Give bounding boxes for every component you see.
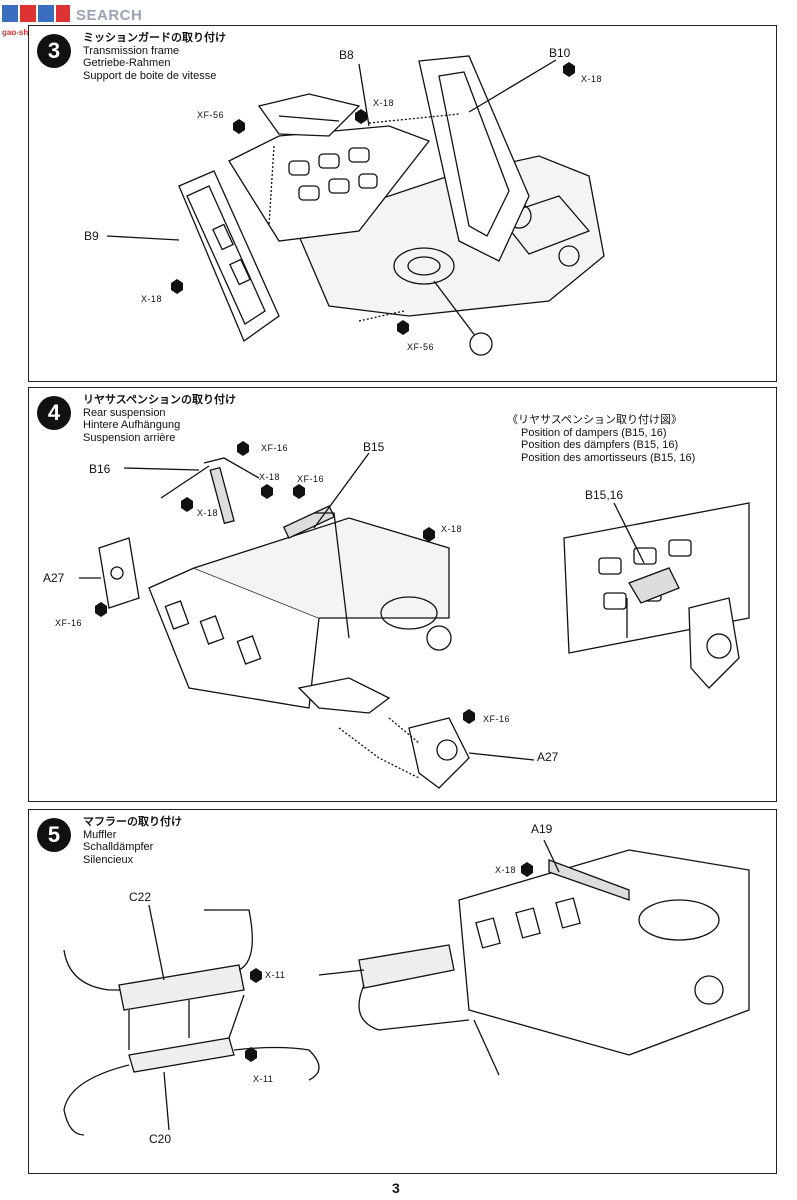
screw-xf16: XF-16: [297, 474, 325, 484]
step-title: ミッションガードの取り付け Transmission frame Getrieb…: [83, 32, 226, 82]
screw-x18: X-18: [141, 294, 163, 304]
label-a27: A27: [43, 571, 65, 585]
page-number: 3: [392, 1180, 400, 1196]
title-de: Getriebe-Rahmen: [83, 57, 171, 69]
inset-note: 《リヤサスペンション取り付け図》 Position of dampers (B1…: [507, 414, 695, 464]
step-3-panel: 3 ミッションガードの取り付け Transmission frame Getri…: [28, 25, 777, 382]
screw-xf16: XF-16: [55, 618, 83, 628]
title-fr: Silencieux: [83, 853, 134, 866]
step-title: リヤサスペンションの取り付け Rear suspension Hintere A…: [83, 394, 236, 444]
step-5-panel: 5 マフラーの取り付け Muffler Schalldämpfer Silenc…: [28, 809, 777, 1174]
label-a19: A19: [531, 822, 553, 836]
screw-xf16: XF-16: [261, 443, 289, 453]
inset-note-de: Position des dämpfers (B15, 16): [521, 439, 679, 451]
label-a27: A27: [537, 750, 559, 764]
label-b15: B15: [363, 440, 385, 454]
screw-xf56: XF-56: [407, 342, 435, 352]
step-title: マフラーの取り付け Muffler Schalldämpfer Silencie…: [83, 816, 182, 866]
step-number: 5: [37, 818, 71, 852]
label-b9: B9: [84, 229, 99, 243]
screw-x18: X-18: [581, 74, 603, 84]
title-jp: マフラーの取り付け: [83, 816, 182, 828]
title-fr: Suspension arrière: [83, 431, 176, 444]
title-en: Rear suspension: [83, 406, 166, 419]
label-b8: B8: [339, 48, 354, 62]
label-c22: C22: [129, 890, 152, 904]
title-en: Transmission frame: [83, 44, 180, 57]
title-jp: ミッションガードの取り付け: [83, 32, 226, 44]
transmission-frame-drawing: [106, 55, 605, 356]
screw-x18: X-18: [441, 524, 463, 534]
label-b16: B16: [89, 462, 111, 476]
title-jp: リヤサスペンションの取り付け: [83, 394, 237, 406]
label-b15-16: B15,16: [585, 488, 624, 502]
watermark: SEARCH: [0, 2, 170, 24]
step-number: 4: [37, 396, 71, 430]
screw-x18: X-18: [495, 865, 517, 875]
inset-note-en: Position of dampers (B15, 16): [521, 426, 667, 439]
screw-xf56: XF-56: [197, 110, 225, 120]
label-b10: B10: [549, 46, 571, 60]
rear-suspension-drawing: [79, 441, 750, 789]
screw-x18: X-18: [373, 98, 395, 108]
step-number: 3: [37, 34, 71, 68]
inset-note-fr: Position des amortisseurs (B15, 16): [521, 451, 696, 464]
screw-x18: X-18: [259, 472, 281, 482]
screw-x11: X-11: [253, 1074, 274, 1084]
watermark-text: SEARCH: [76, 7, 143, 24]
title-en: Muffler: [83, 828, 117, 841]
watermark-logo: [2, 5, 70, 22]
screw-x11: X-11: [265, 970, 286, 980]
title-de: Schalldämpfer: [83, 841, 154, 853]
screw-xf16: XF-16: [483, 714, 511, 724]
screw-x18: X-18: [197, 508, 219, 518]
step-4-panel: 4 リヤサスペンションの取り付け Rear suspension Hintere…: [28, 387, 777, 802]
label-c20: C20: [149, 1132, 172, 1146]
title-fr: Support de boite de vitesse: [83, 69, 217, 82]
inset-note-jp: 《リヤサスペンション取り付け図》: [507, 414, 683, 426]
title-de: Hintere Aufhängung: [83, 419, 181, 431]
muffler-drawing: [63, 839, 750, 1136]
